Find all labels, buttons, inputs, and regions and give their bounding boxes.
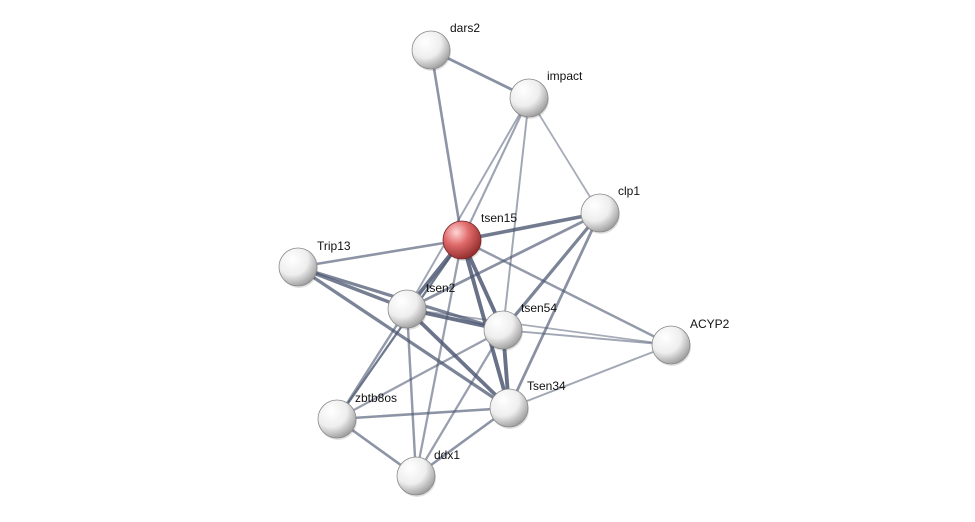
node-label-ACYP2: ACYP2 <box>690 317 730 331</box>
node-circle[interactable] <box>442 220 482 260</box>
node-ddx1[interactable]: ddx1 <box>396 448 460 497</box>
edge-impact-tsen2 <box>406 97 530 310</box>
node-label-clp1: clp1 <box>618 184 640 198</box>
edge-tsen15-clp1 <box>460 211 602 242</box>
edge-tsen2-ddx1 <box>405 307 418 478</box>
edge-tsen15-Trip13 <box>296 238 464 269</box>
node-Tsen34[interactable]: Tsen34 <box>489 379 566 429</box>
node-circle[interactable] <box>317 399 357 439</box>
node-impact[interactable]: impact <box>509 69 583 119</box>
node-label-zbtb8os: zbtb8os <box>355 391 397 405</box>
node-label-tsen2: tsen2 <box>426 281 456 295</box>
edge-layer <box>296 48 673 478</box>
node-zbtb8os[interactable]: zbtb8os <box>317 391 397 440</box>
node-label-dars2: dars2 <box>450 21 480 35</box>
node-tsen15[interactable]: tsen15 <box>442 211 517 261</box>
node-clp1[interactable]: clp1 <box>580 184 640 234</box>
edge-impact-tsen54 <box>502 97 530 331</box>
edge-Tsen34-ACYP2 <box>508 344 672 409</box>
node-circle[interactable] <box>483 310 523 350</box>
node-label-impact: impact <box>547 69 583 83</box>
edge-tsen2-ACYP2 <box>406 308 672 346</box>
node-tsen54[interactable]: tsen54 <box>483 301 557 351</box>
edge-tsen54-ddx1 <box>414 328 505 478</box>
edge-tsen54-ACYP2 <box>502 329 672 346</box>
edge-tsen15-ddx1 <box>414 238 464 478</box>
node-circle[interactable] <box>396 456 436 496</box>
edge-impact-tsen15 <box>460 96 531 242</box>
node-circle[interactable] <box>580 193 620 233</box>
node-label-tsen15: tsen15 <box>481 211 517 225</box>
node-circle[interactable] <box>278 247 318 287</box>
node-circle[interactable] <box>411 30 451 70</box>
node-circle[interactable] <box>387 289 427 329</box>
node-circle[interactable] <box>509 78 549 118</box>
node-circle[interactable] <box>489 388 529 428</box>
node-circle[interactable] <box>651 325 691 365</box>
edge-tsen54-zbtb8os <box>335 328 505 421</box>
edge-tsen2-Tsen34 <box>405 307 511 410</box>
edge-Trip13-Tsen34 <box>296 265 511 410</box>
edge-zbtb8os-tsen15 <box>335 238 464 421</box>
edge-clp1-tsen54 <box>501 211 602 332</box>
node-label-ddx1: ddx1 <box>434 448 460 462</box>
edge-clp1-Tsen34 <box>507 211 602 410</box>
edge-clp1-tsen2 <box>405 211 602 311</box>
edge-dars2-tsen15 <box>429 48 464 242</box>
node-tsen2[interactable]: tsen2 <box>387 281 456 330</box>
node-label-Trip13: Trip13 <box>317 239 351 253</box>
node-label-tsen54: tsen54 <box>521 301 557 315</box>
node-ACYP2[interactable]: ACYP2 <box>651 317 730 366</box>
node-dars2[interactable]: dars2 <box>411 21 480 71</box>
edge-Tsen34-zbtb8os <box>335 406 511 421</box>
node-label-Tsen34: Tsen34 <box>527 379 566 393</box>
edge-tsen15-ACYP2 <box>460 238 673 347</box>
edge-impact-clp1 <box>528 97 601 214</box>
node-Trip13[interactable]: Trip13 <box>278 239 351 288</box>
